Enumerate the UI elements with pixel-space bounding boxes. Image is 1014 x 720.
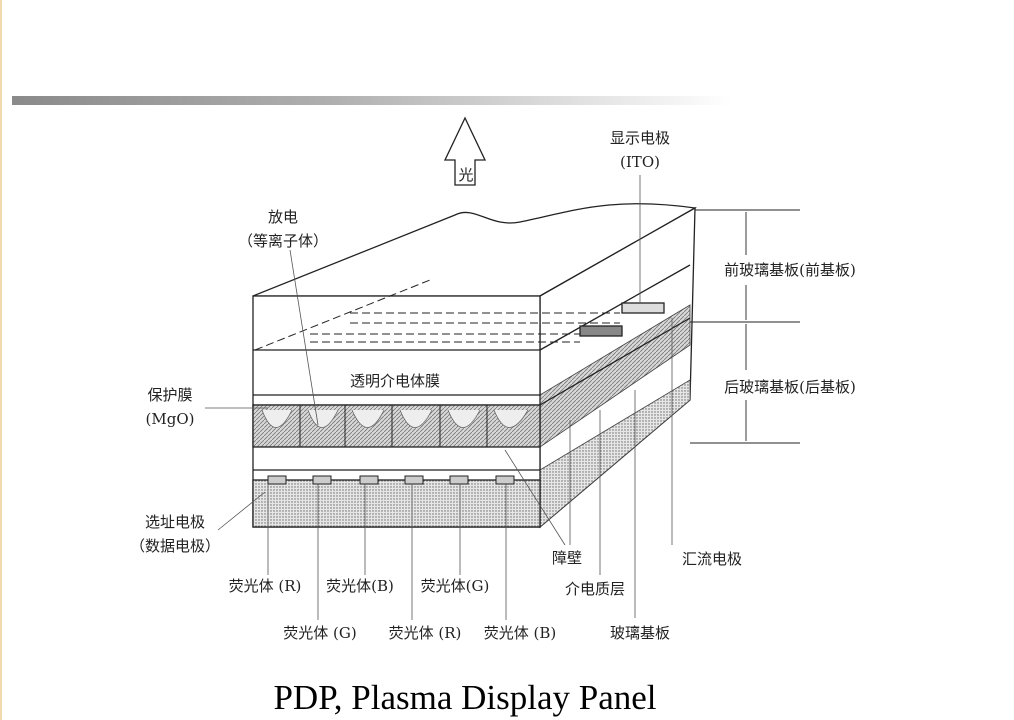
phosphor-r-label: 荧光体 (R) [389,624,462,642]
rear-substrate-label: 后玻璃基板(后基板) [724,378,856,396]
phosphor-r-label: 荧光体 (R) [229,577,302,595]
address-electrode-label: 选址电极 [145,513,205,531]
transparent-dielectric-label: 透明介电体膜 [350,372,440,390]
dielectric-layer-label: 介电质层 [565,580,625,598]
light-arrow-icon [443,116,487,186]
cell-layer [252,404,541,448]
display-electrode-label: 显示电极 [610,129,670,147]
phosphor-g-label: 荧光体(G) [421,577,490,595]
data-electrode-label: （数据电极） [130,537,220,555]
plasma-label: （等离子体） [238,232,328,250]
title-gradient-bar [12,96,732,105]
protective-film-label: 保护膜 [147,386,192,404]
rear-glass [252,479,541,528]
phosphor-b-label: 荧光体(B) [326,577,394,595]
phosphor-g-label: 荧光体 (G) [283,624,356,642]
ito-label: (ITO) [620,153,660,171]
top-face [252,203,697,297]
phosphor-b-label: 荧光体 (B) [484,624,557,642]
glass-substrate-label: 玻璃基板 [610,624,670,642]
slide-left-border [0,0,2,720]
slide-title: PDP, Plasma Display Panel [273,678,657,717]
mgo-label: (MgO) [146,410,195,428]
discharge-label: 放电 [268,208,298,226]
barrier-label: 障壁 [552,549,582,567]
front-substrate-label: 前玻璃基板(前基板) [724,261,856,279]
bus-electrode-label: 汇流电极 [682,550,742,568]
light-label: 光 [458,166,473,184]
